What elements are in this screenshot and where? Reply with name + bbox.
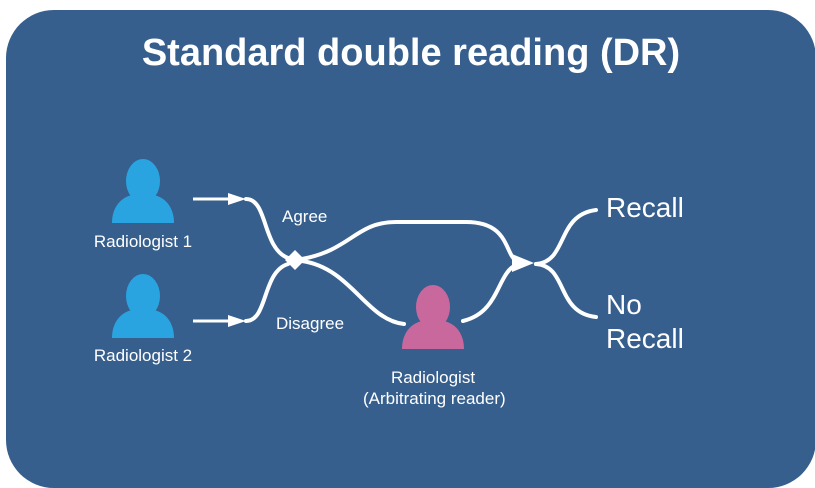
arbiter-label-line2: (Arbitrating reader) (363, 389, 506, 408)
disagree-label: Disagree (276, 314, 345, 333)
agree-label: Agree (282, 207, 328, 226)
outcome-no-recall-line2: Recall (606, 323, 684, 354)
diagram-card: Standard double reading (DR) (6, 10, 815, 488)
radiologist-1-label: Radiologist 1 (93, 232, 193, 251)
decision-diamond (285, 250, 305, 270)
arbiter-label-line1: Radiologist (390, 368, 476, 387)
radiologist-2-label: Radiologist 2 (93, 346, 193, 365)
merge-arrowhead (512, 254, 534, 272)
flow-lines (244, 197, 598, 326)
arbitrating-radiologist-icon (402, 285, 464, 349)
diagram-title: Standard double reading (DR) (141, 32, 681, 74)
radiologist-2-icon (112, 274, 174, 338)
outcome-no-recall-line1: No (606, 289, 642, 320)
flow-diagram (112, 159, 598, 349)
radiologist-1-icon (112, 159, 174, 223)
outcome-recall: Recall (606, 192, 684, 223)
reader-arrows (193, 193, 246, 327)
